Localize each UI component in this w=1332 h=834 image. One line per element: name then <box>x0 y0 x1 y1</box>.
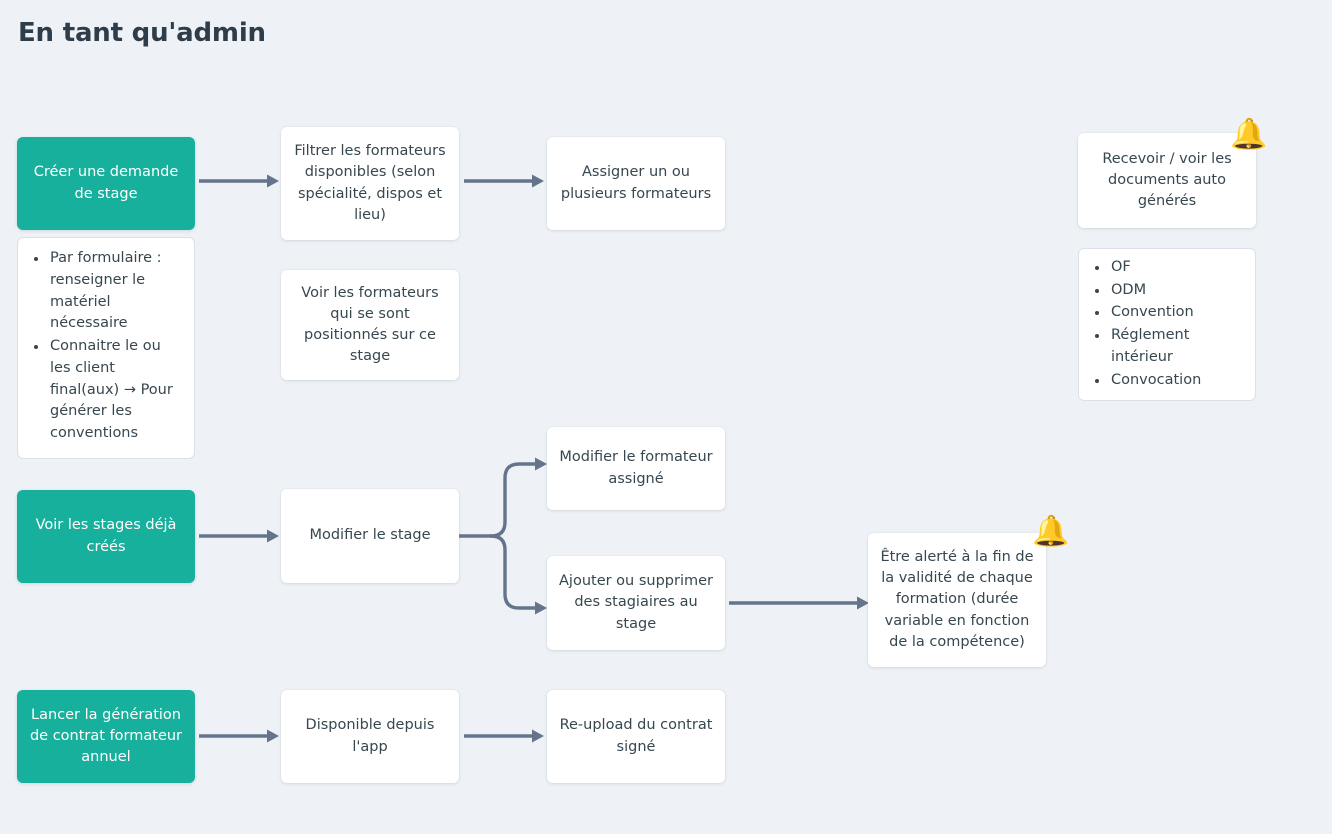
node-label: Lancer la génération de contrat formateu… <box>29 706 183 765</box>
note-list: Par formulaire : renseigner le matériel … <box>26 248 184 445</box>
node-voir-stages-deja-crees[interactable]: Voir les stages déjà créés <box>17 490 195 583</box>
note-demande-stage-details: Par formulaire : renseigner le matériel … <box>17 237 195 459</box>
bell-glyph: 🔔 <box>1032 514 1070 549</box>
node-label: Filtrer les formateurs disponibles (selo… <box>294 143 446 223</box>
arrow-voir-stages-to-modifier <box>199 527 281 545</box>
bell-icon-documents: 🔔 <box>1230 120 1267 150</box>
node-ajouter-supprimer-stagiaires[interactable]: Ajouter ou supprimer des stagiaires au s… <box>547 556 725 650</box>
page-title: En tant qu'admin <box>18 18 266 48</box>
list-item: Réglement intérieur <box>1109 325 1245 369</box>
list-item: OF <box>1109 257 1245 279</box>
bell-glyph: 🔔 <box>1230 117 1268 152</box>
node-reupload-contrat-signe[interactable]: Re-upload du contrat signé <box>547 690 725 783</box>
node-label: Ajouter ou supprimer des stagiaires au s… <box>559 573 714 632</box>
node-label: Recevoir / voir les documents auto génér… <box>1102 150 1232 209</box>
arrow-creer-to-filtrer <box>199 172 281 190</box>
list-item: Par formulaire : renseigner le matériel … <box>48 248 184 335</box>
arrow-filtrer-to-assigner <box>464 172 546 190</box>
note-documents-list: OF ODM Convention Réglement intérieur Co… <box>1078 248 1256 401</box>
arrow-disponible-to-reupload <box>464 727 546 745</box>
list-item: Convention <box>1109 302 1245 324</box>
node-label: Être alerté à la fin de la validité de c… <box>880 549 1034 650</box>
node-label: Voir les formateurs qui se sont position… <box>301 284 439 365</box>
arrow-stagiaires-to-alerte <box>729 594 871 612</box>
node-disponible-depuis-app[interactable]: Disponible depuis l'app <box>281 690 459 783</box>
node-label: Re-upload du contrat signé <box>559 717 713 755</box>
node-modifier-formateur-assigne[interactable]: Modifier le formateur assigné <box>547 427 725 510</box>
list-item: ODM <box>1109 280 1245 302</box>
node-label: Créer une demande de stage <box>33 164 179 202</box>
list-item: Convocation <box>1109 370 1245 392</box>
node-label: Modifier le formateur assigné <box>559 449 713 487</box>
node-etre-alerte-fin-validite[interactable]: Être alerté à la fin de la validité de c… <box>868 533 1046 667</box>
node-assigner-formateurs[interactable]: Assigner un ou plusieurs formateurs <box>547 137 725 230</box>
node-modifier-le-stage[interactable]: Modifier le stage <box>281 489 459 583</box>
list-item: Connaitre le ou les client final(aux) → … <box>48 336 184 445</box>
arrow-lancer-to-disponible <box>199 727 281 745</box>
arrow-branch-modifier-stage <box>459 455 555 615</box>
node-label: Disponible depuis l'app <box>305 717 435 755</box>
node-label: Modifier le stage <box>309 527 431 544</box>
node-label: Assigner un ou plusieurs formateurs <box>560 164 712 202</box>
node-voir-formateurs-positionnes[interactable]: Voir les formateurs qui se sont position… <box>281 270 459 380</box>
note-list: OF ODM Convention Réglement intérieur Co… <box>1087 257 1245 393</box>
node-label: Voir les stages déjà créés <box>35 517 177 555</box>
node-creer-demande-de-stage[interactable]: Créer une demande de stage <box>17 137 195 230</box>
bell-icon-alerte: 🔔 <box>1032 517 1069 547</box>
node-filtrer-les-formateurs[interactable]: Filtrer les formateurs disponibles (selo… <box>281 127 459 240</box>
node-recevoir-documents-auto-generes[interactable]: Recevoir / voir les documents auto génér… <box>1078 133 1256 228</box>
node-lancer-generation-contrat[interactable]: Lancer la génération de contrat formateu… <box>17 690 195 783</box>
